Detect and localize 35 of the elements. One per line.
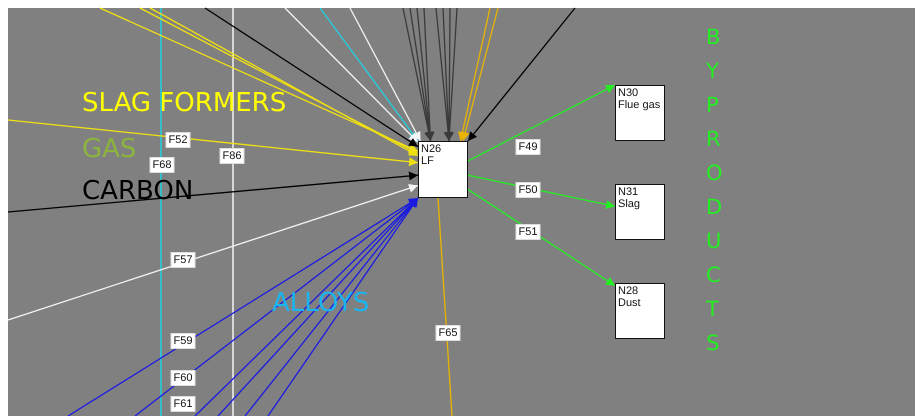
flow-arrow <box>468 8 576 142</box>
flow-arrow <box>416 8 434 142</box>
edge-label: F60 <box>170 370 196 386</box>
flow-arrow <box>319 8 419 142</box>
flow-arrow <box>284 8 418 143</box>
flow-arrow <box>349 8 422 142</box>
flow-label: F86 <box>220 148 244 164</box>
vertical-category-label: BY PRODUCTS <box>706 24 727 357</box>
edge-label: F52 <box>166 132 190 148</box>
edge-label: F50 <box>516 182 540 198</box>
flow-arrow <box>8 119 418 166</box>
flow-arrow <box>409 8 434 142</box>
process-box: N28 Dust <box>615 283 665 339</box>
edge-label: F61 <box>170 396 196 412</box>
edge-label: F65 <box>436 325 460 341</box>
edge-label: F59 <box>170 333 196 349</box>
flow-arrow <box>458 8 491 142</box>
edge-label: F51 <box>516 224 540 240</box>
flow-arrow <box>468 84 616 162</box>
flow-arrow <box>204 7 418 148</box>
flow-arrow <box>435 8 453 142</box>
flow-label: F68 <box>150 157 174 173</box>
flow-arrow <box>423 8 435 142</box>
process-box: N30 Flue gas <box>615 85 665 141</box>
process-box: N26 LF <box>418 141 468 198</box>
edge-label: F57 <box>170 252 196 268</box>
flow-arrow <box>402 8 434 142</box>
flow-arrow <box>68 197 418 416</box>
edge-label: F49 <box>516 139 540 155</box>
flow-arrow <box>445 8 458 142</box>
process-box: N31 Slag <box>615 184 665 240</box>
flow-arrow <box>460 8 499 142</box>
category-label: GAS <box>82 134 136 164</box>
flow-arrow <box>134 197 418 416</box>
flow-arrow <box>8 184 418 321</box>
